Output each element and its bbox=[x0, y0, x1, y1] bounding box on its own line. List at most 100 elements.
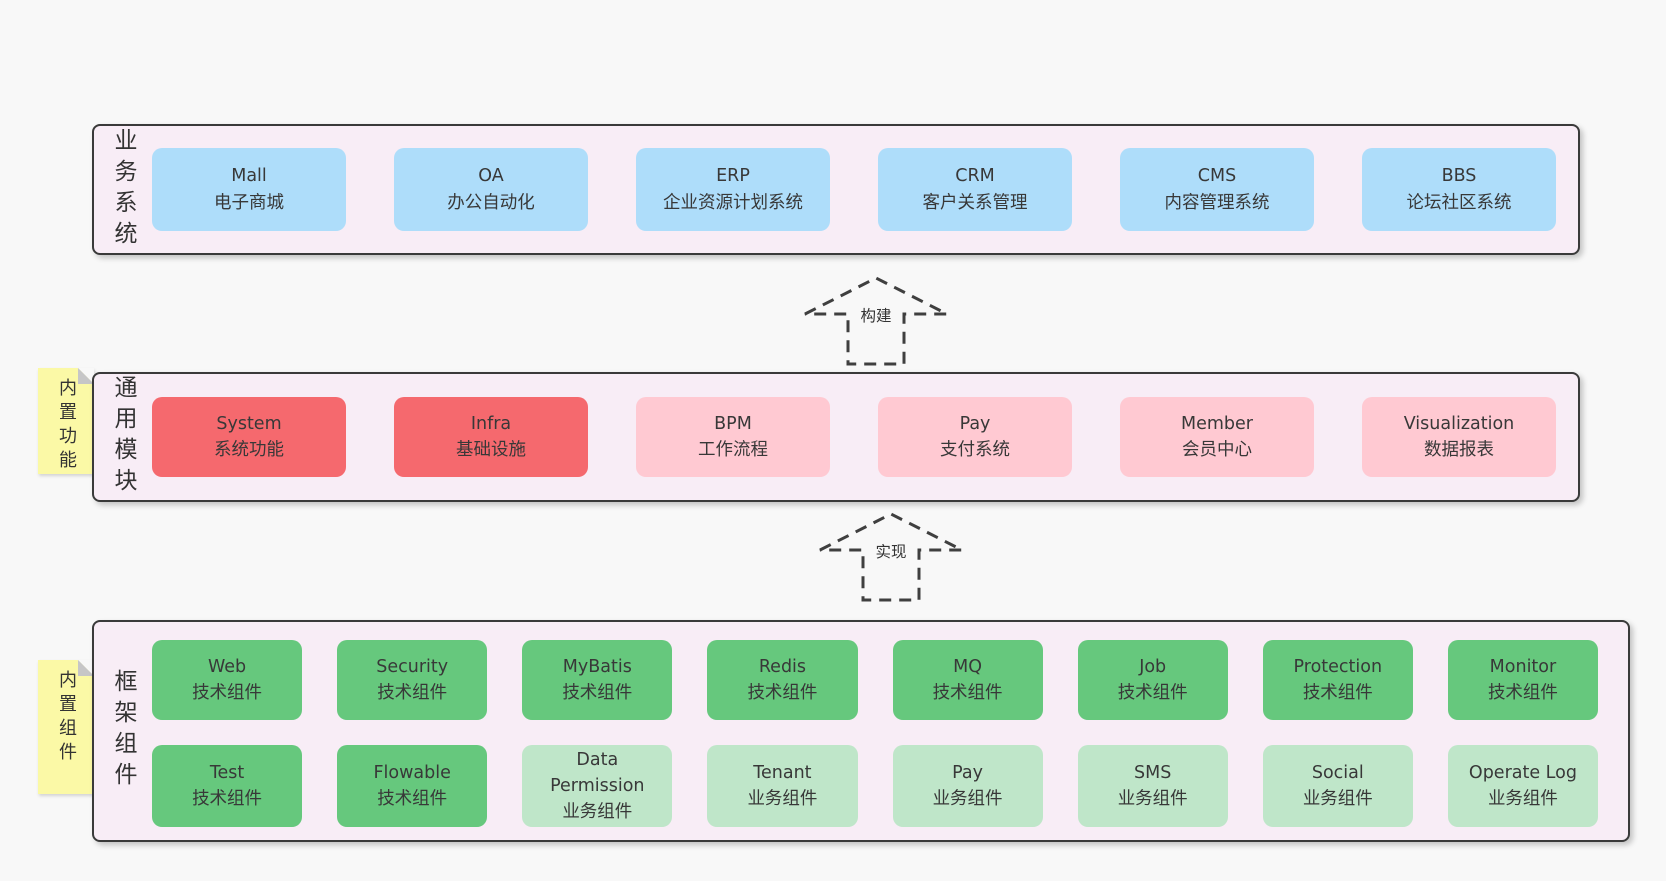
box-protection: Protection 技术组件 bbox=[1262, 640, 1413, 720]
band-label-text: 业务系统 bbox=[110, 127, 136, 252]
band-label-common: 通用模块 bbox=[94, 374, 152, 500]
box-desc: 客户关系管理 bbox=[922, 192, 1028, 213]
box-name: Redis bbox=[758, 656, 807, 677]
box-name: BBS bbox=[1441, 166, 1477, 187]
up-arrow-build: 构建 bbox=[801, 274, 951, 368]
box-sms: SMS 业务组件 bbox=[1077, 745, 1228, 827]
up-arrow-implement: 实现 bbox=[816, 510, 966, 604]
box-web: Web 技术组件 bbox=[152, 640, 303, 720]
sticky-text: 内置功能 bbox=[56, 378, 77, 474]
sticky-text: 内置组件 bbox=[56, 670, 77, 766]
band-label-framework: 框架组件 bbox=[94, 622, 152, 840]
box-name: OA bbox=[478, 166, 504, 187]
box-operate-log: Operate Log 业务组件 bbox=[1447, 745, 1598, 827]
box-name: Pay bbox=[952, 762, 983, 783]
box-desc: 业务组件 bbox=[1302, 789, 1373, 809]
box-name: Data Permission bbox=[550, 749, 645, 796]
framework-boxes-grid: Web 技术组件 Security 技术组件 MyBatis 技术组件 Redi… bbox=[152, 622, 1628, 840]
box-desc: 技术组件 bbox=[377, 789, 448, 809]
box-name: MyBatis bbox=[562, 656, 632, 677]
box-tenant: Tenant 业务组件 bbox=[707, 745, 858, 827]
box-bpm: BPM 工作流程 bbox=[636, 397, 830, 477]
box-desc: 业务组件 bbox=[932, 789, 1003, 809]
box-visualization: Visualization 数据报表 bbox=[1362, 397, 1556, 477]
box-name: Flowable bbox=[373, 762, 451, 783]
box-mybatis: MyBatis 技术组件 bbox=[522, 640, 673, 720]
box-name: Pay bbox=[959, 413, 991, 434]
band-framework-components: 框架组件 Web 技术组件 Security 技术组件 MyBatis 技术组件… bbox=[92, 620, 1630, 842]
box-name: Monitor bbox=[1489, 656, 1557, 677]
arrow-label-implement: 实现 bbox=[872, 540, 910, 562]
common-boxes-row: System 系统功能 Infra 基础设施 BPM 工作流程 Pay 支付系统… bbox=[152, 374, 1578, 500]
box-system: System 系统功能 bbox=[152, 397, 346, 477]
dashed-up-arrow-icon bbox=[819, 512, 963, 602]
sticky-note-builtin-features: 内置功能 bbox=[38, 368, 94, 474]
box-name: Job bbox=[1139, 656, 1167, 677]
box-test: Test 技术组件 bbox=[152, 745, 303, 827]
box-desc: 电子商城 bbox=[214, 192, 284, 213]
box-name: Web bbox=[207, 656, 247, 677]
box-desc: 技术组件 bbox=[1302, 683, 1373, 703]
band-business-systems: 业务系统 Mall 电子商城 OA 办公自动化 ERP 企业资源计划系统 CRM… bbox=[92, 124, 1580, 255]
band-label-text: 框架组件 bbox=[110, 669, 136, 793]
box-desc: 技术组件 bbox=[932, 683, 1003, 703]
dashed-up-arrow-icon bbox=[804, 276, 948, 366]
box-desc: 技术组件 bbox=[192, 789, 263, 809]
box-bbs: BBS 论坛社区系统 bbox=[1362, 148, 1556, 231]
box-name: Mall bbox=[231, 166, 267, 187]
box-desc: 支付系统 bbox=[940, 440, 1010, 460]
band-label-text: 通用模块 bbox=[110, 375, 136, 499]
box-desc: 技术组件 bbox=[192, 683, 263, 703]
box-pay-biz: Pay 业务组件 bbox=[892, 745, 1043, 827]
sticky-note-builtin-components: 内置组件 bbox=[38, 660, 94, 794]
box-desc: 技术组件 bbox=[562, 683, 633, 703]
box-desc: 基础设施 bbox=[456, 440, 526, 460]
box-desc: 技术组件 bbox=[377, 683, 448, 703]
box-desc: 技术组件 bbox=[1117, 683, 1188, 703]
band-label-business: 业务系统 bbox=[94, 126, 152, 253]
box-desc: 业务组件 bbox=[562, 802, 633, 823]
box-data-permission: Data Permission 业务组件 bbox=[522, 745, 673, 827]
box-desc: 企业资源计划系统 bbox=[663, 192, 803, 213]
box-mq: MQ 技术组件 bbox=[892, 640, 1043, 720]
box-name: Social bbox=[1311, 762, 1364, 783]
box-name: Infra bbox=[470, 413, 512, 434]
box-desc: 数据报表 bbox=[1424, 440, 1494, 460]
box-cms: CMS 内容管理系统 bbox=[1120, 148, 1314, 231]
box-name: Visualization bbox=[1403, 413, 1515, 434]
box-flowable: Flowable 技术组件 bbox=[337, 745, 488, 827]
box-desc: 论坛社区系统 bbox=[1406, 192, 1512, 213]
box-name: Security bbox=[376, 656, 449, 677]
box-pay: Pay 支付系统 bbox=[878, 397, 1072, 477]
box-crm: CRM 客户关系管理 bbox=[878, 148, 1072, 231]
box-desc: 业务组件 bbox=[747, 789, 818, 809]
box-desc: 内容管理系统 bbox=[1164, 192, 1270, 213]
box-name: Operate Log bbox=[1468, 762, 1577, 783]
box-security: Security 技术组件 bbox=[337, 640, 488, 720]
box-erp: ERP 企业资源计划系统 bbox=[636, 148, 830, 231]
box-name: CRM bbox=[955, 166, 995, 187]
box-name: Member bbox=[1181, 413, 1253, 434]
box-monitor: Monitor 技术组件 bbox=[1447, 640, 1598, 720]
box-job: Job 技术组件 bbox=[1077, 640, 1228, 720]
box-name: BPM bbox=[714, 413, 752, 434]
arrow-label-build: 构建 bbox=[857, 304, 895, 326]
box-desc: 业务组件 bbox=[1487, 789, 1558, 809]
box-social: Social 业务组件 bbox=[1262, 745, 1413, 827]
box-desc: 工作流程 bbox=[698, 440, 768, 460]
box-name: Protection bbox=[1293, 656, 1383, 677]
box-name: Test bbox=[209, 762, 245, 783]
box-desc: 业务组件 bbox=[1117, 789, 1188, 809]
box-name: CMS bbox=[1197, 166, 1237, 187]
box-mall: Mall 电子商城 bbox=[152, 148, 346, 231]
band-common-modules: 通用模块 System 系统功能 Infra 基础设施 BPM 工作流程 Pay… bbox=[92, 372, 1580, 502]
box-name: SMS bbox=[1134, 762, 1172, 783]
box-name: ERP bbox=[716, 166, 750, 187]
box-infra: Infra 基础设施 bbox=[394, 397, 588, 477]
box-redis: Redis 技术组件 bbox=[707, 640, 858, 720]
box-oa: OA 办公自动化 bbox=[394, 148, 588, 231]
box-name: Tenant bbox=[753, 762, 812, 783]
box-desc: 办公自动化 bbox=[447, 192, 535, 213]
box-name: MQ bbox=[953, 656, 982, 677]
box-name: System bbox=[216, 413, 282, 434]
